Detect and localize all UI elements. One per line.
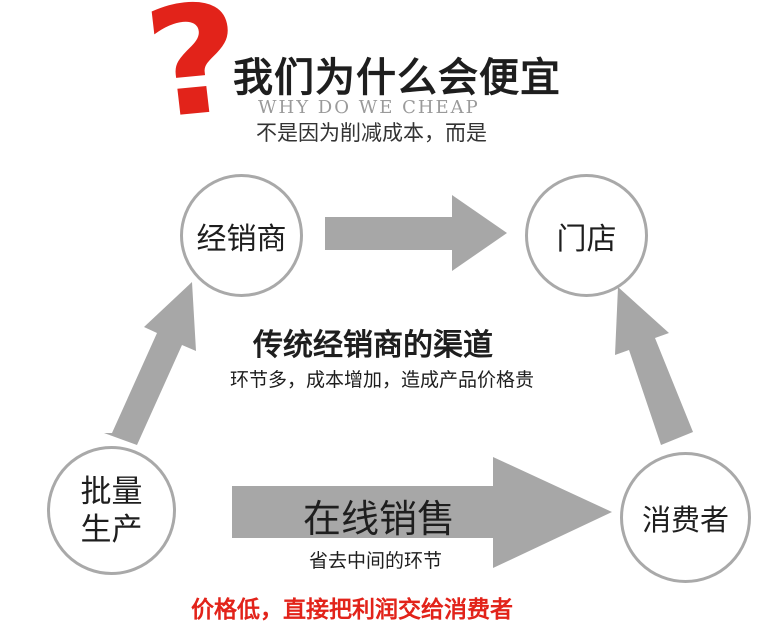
subtitle-english: WHY DO WE CHEAP [258,97,480,118]
node-distributor-label: 经销商 [196,221,287,257]
arrow-online-sales [232,457,612,568]
node-store-label: 门店 [556,221,617,257]
arrow-distributor-to-store [325,195,507,271]
node-store: 门店 [525,174,648,297]
node-consumer-label: 消费者 [641,502,729,537]
page-title: 我们为什么会便宜 [233,55,561,101]
node-consumer: 消费者 [620,452,751,583]
traditional-channel-description: 环节多，成本增加，造成产品价格贵 [230,369,535,391]
node-mass-production-line2: 生产 [80,511,143,548]
online-sales-title: 在线销售 [303,497,456,541]
online-sales-description: 省去中间的环节 [309,550,443,572]
footer-slogan: 价格低，直接把利润交给消费者 [191,597,513,623]
node-mass-production-line1: 批量 [80,473,143,510]
node-mass-production: 批量 生产 [47,446,176,575]
arrow-consumer-to-store [615,287,693,445]
traditional-channel-title: 传统经销商的渠道 [253,328,493,363]
node-distributor: 经销商 [180,174,303,297]
arrow-production-to-distributor [104,282,196,445]
subtitle: 不是因为削减成本，而是 [256,121,487,145]
